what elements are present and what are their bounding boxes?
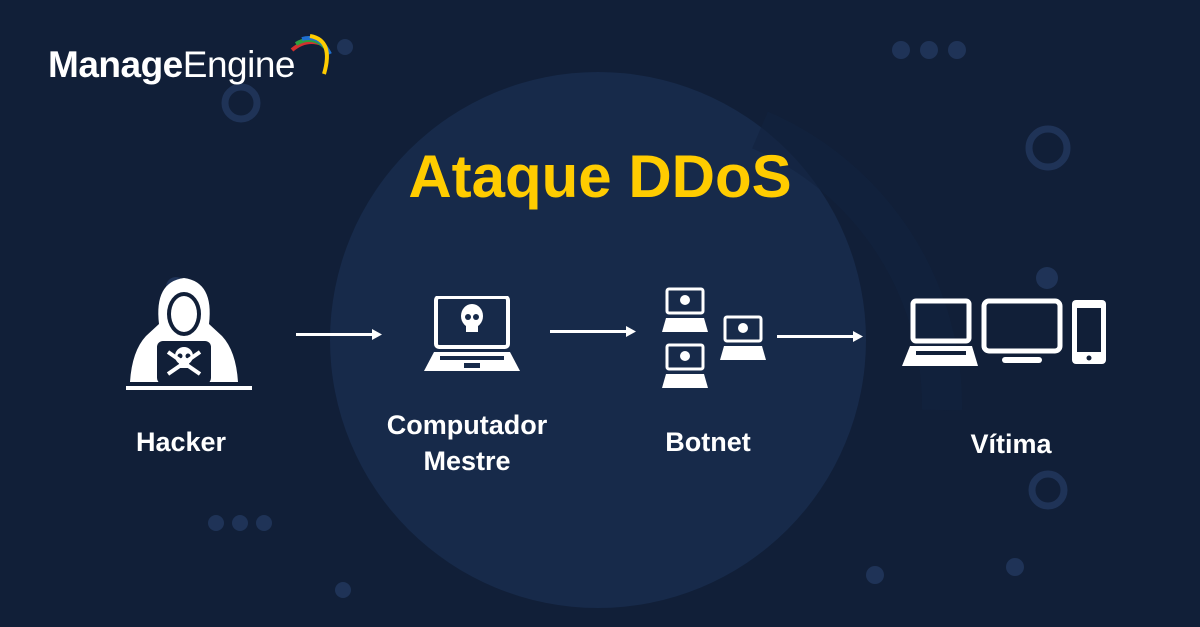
arrow-icon (296, 329, 382, 340)
node-label-botnet: Botnet (665, 427, 751, 457)
arrow-icon (777, 331, 863, 342)
bot-laptop-icon (662, 287, 708, 332)
logo-arcs-icon (290, 34, 332, 75)
logo-text-light: Engine (182, 44, 296, 85)
arrow-icon (550, 326, 636, 337)
botnet-icon (662, 287, 766, 388)
manageengine-logo: ManageEngine (48, 44, 295, 86)
node-label-hacker: Hacker (135, 427, 227, 457)
victim-devices-icon (902, 298, 1106, 366)
logo-text-bold: Manage (48, 44, 183, 85)
master-laptop-icon (424, 296, 520, 371)
node-label-master-line2: Mestre (423, 446, 511, 476)
bot-laptop-icon (720, 315, 766, 360)
node-label-master-line1: Computador (386, 410, 548, 440)
page-title: Ataque DDoS (408, 143, 792, 210)
hacker-icon (126, 278, 252, 390)
bot-laptop-icon (662, 343, 708, 388)
node-label-victim: Vítima (970, 429, 1052, 459)
